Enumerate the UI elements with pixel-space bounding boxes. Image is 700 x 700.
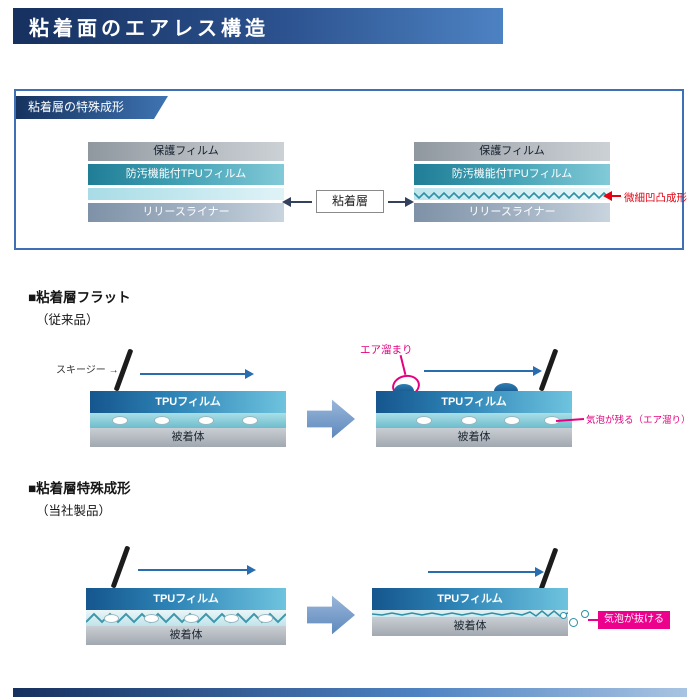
layer-tpu-film: TPUフィルム <box>90 391 286 413</box>
wipe-direction-arrow <box>428 567 544 577</box>
layer-tpu-film: TPUフィルム <box>376 391 572 413</box>
air-pocket-note: エア溜まり <box>360 344 413 356</box>
squeegee-icon <box>110 545 131 589</box>
adhesive-layer-label: 粘着層 <box>316 190 384 213</box>
air-bubble <box>154 416 170 425</box>
layer-tpu-film: TPUフィルム <box>86 588 286 610</box>
film-stack-special-after: TPUフィルム 被着体 <box>372 588 568 636</box>
layer-release-liner: リリースライナー <box>414 203 610 222</box>
air-bubble <box>104 614 119 623</box>
layer-adhesive-compressed <box>372 610 568 617</box>
special-section-heading: ■粘着層特殊成形 <box>28 481 131 496</box>
air-bubble <box>258 614 273 623</box>
transition-arrow <box>307 595 355 635</box>
squeegee-label: スキージー → <box>56 365 119 376</box>
layer-adhesive-textured <box>414 188 610 200</box>
air-bubble <box>144 614 159 623</box>
result-box: 気泡が抜ける <box>598 611 670 629</box>
adhesive-pointer-left-arrow <box>282 197 312 207</box>
wipe-direction-arrow <box>138 565 256 575</box>
escaping-bubble <box>560 612 567 619</box>
page-title: 粘着面のエアレス構造 <box>29 17 269 40</box>
texture-note: 微細凹凸成形 <box>624 192 687 204</box>
adhesive-pointer-right-arrow <box>388 197 414 207</box>
bottom-bar <box>13 688 687 697</box>
micro-texture-wave <box>414 191 610 200</box>
layer-adhesive-textured <box>86 610 286 626</box>
trapped-air-dome <box>494 383 518 391</box>
air-bubble <box>184 614 199 623</box>
wipe-direction-arrow <box>424 366 542 376</box>
trapped-air-dome <box>394 384 414 391</box>
layer-tpu-film: TPUフィルム <box>372 588 568 610</box>
film-stack-flat-after: TPUフィルム 被着体 <box>376 383 572 447</box>
flat-section-heading: ■粘着層フラット <box>28 290 131 305</box>
layer-substrate: 被着体 <box>90 428 286 447</box>
film-stack-flat-sample: 保護フィルム 防汚機能付TPUフィルム リリースライナー <box>88 142 284 222</box>
air-bubble <box>461 416 477 425</box>
layer-adhesive <box>90 413 286 428</box>
layer-antifouling-tpu-film: 防汚機能付TPUフィルム <box>414 164 610 185</box>
film-stack-flat-before: TPUフィルム 被着体 <box>90 391 286 447</box>
layer-substrate: 被着体 <box>376 428 572 447</box>
air-bubble <box>112 416 128 425</box>
air-bubble <box>224 614 239 623</box>
compressed-texture-wave <box>372 610 568 617</box>
result-pointer-line <box>588 619 598 621</box>
film-stack-special-before: TPUフィルム 被着体 <box>86 588 286 645</box>
layer-substrate: 被着体 <box>372 617 568 636</box>
flat-section-subheading: （従来品） <box>36 313 99 327</box>
texture-note-arrow <box>603 191 621 201</box>
layer-antifouling-tpu-film: 防汚機能付TPUフィルム <box>88 164 284 185</box>
layer-adhesive <box>376 413 572 428</box>
ribbon-label: 粘着層の特殊成形 <box>16 96 168 119</box>
layer-protect-film: 保護フィルム <box>88 142 284 161</box>
layer-adhesive <box>88 188 284 200</box>
air-bubble <box>504 416 520 425</box>
transition-arrow <box>307 399 355 439</box>
film-stack-textured-sample: 保護フィルム 防汚機能付TPUフィルム リリースライナー <box>414 142 610 222</box>
result-note: 気泡が残る（エア溜り） <box>586 415 691 426</box>
air-pocket-pointer-line <box>399 355 407 375</box>
layer-release-liner: リリースライナー <box>88 203 284 222</box>
special-section-subheading: （当社製品） <box>36 504 112 518</box>
air-bubble <box>198 416 214 425</box>
wipe-direction-arrow <box>140 369 254 379</box>
layer-substrate: 被着体 <box>86 626 286 645</box>
escaping-bubble <box>569 618 578 627</box>
title-bar: 粘着面のエアレス構造 <box>13 8 503 44</box>
layer-protect-film: 保護フィルム <box>414 142 610 161</box>
air-bubble <box>416 416 432 425</box>
air-bubble <box>242 416 258 425</box>
escaping-bubble <box>581 610 589 618</box>
